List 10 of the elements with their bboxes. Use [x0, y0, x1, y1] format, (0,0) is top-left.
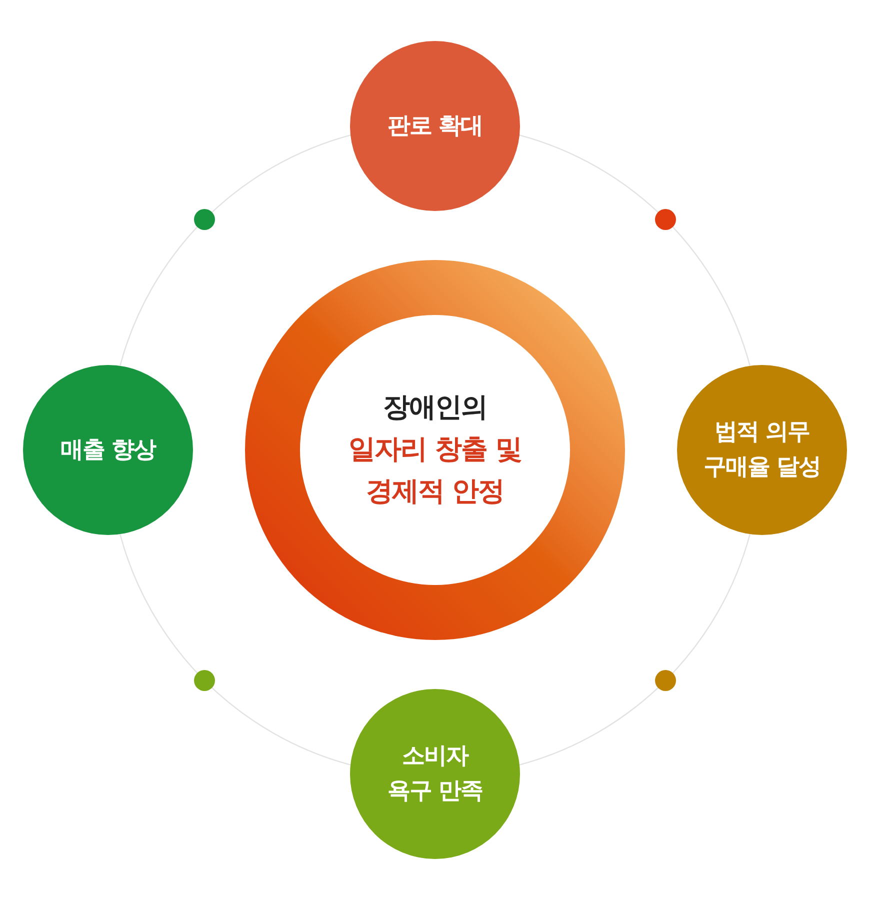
orbit-arc: [120, 134, 351, 366]
orbit-arc: [519, 534, 750, 766]
circle-label: 소비자 욕구 만족: [386, 742, 484, 806]
circle-label: 매출 향상: [60, 436, 156, 464]
circle-label: 법적 의무 구매율 달성: [702, 418, 822, 482]
circle-label: 판로 확대: [387, 112, 482, 140]
orbit-arc: [120, 534, 351, 766]
center-heading: 장애인의: [383, 391, 487, 425]
center-text: 일자리 창출 및 경제적 안정: [348, 433, 522, 509]
orbit-arc: [519, 134, 750, 366]
